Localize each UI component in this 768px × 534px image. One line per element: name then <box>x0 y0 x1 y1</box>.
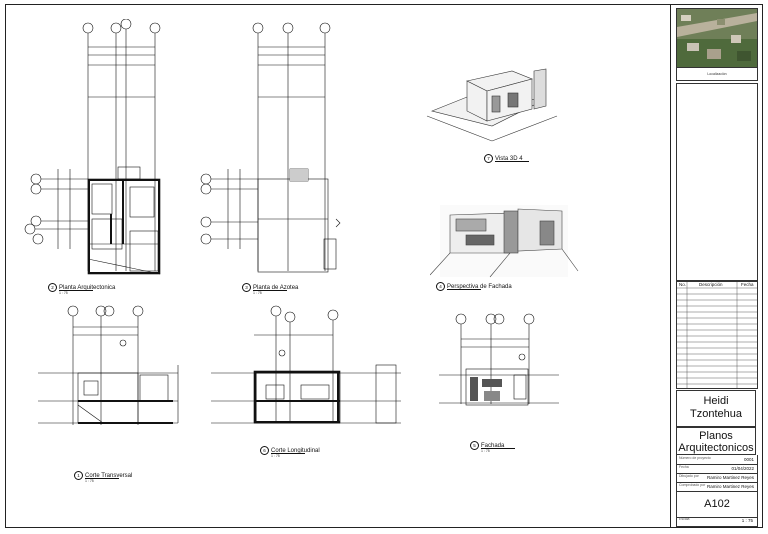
vista-3d-render <box>426 68 558 142</box>
caption-rule <box>495 161 529 162</box>
view-number: 7 <box>484 154 493 163</box>
fachada-drawing <box>439 313 559 406</box>
scale-value: 1 : 75 <box>741 518 753 523</box>
author-name: Heidi Tzontehua <box>676 390 756 427</box>
view-title: Fachada <box>481 443 505 450</box>
view-number: 2 <box>48 283 57 292</box>
field-label: Fecha <box>679 465 689 469</box>
rev-header-desc: Descripción <box>699 282 723 287</box>
scale-label: Escala <box>679 517 690 521</box>
field-value: Ramiro Martinez Reyes <box>706 484 754 489</box>
field-label: Dibujado por <box>679 474 699 478</box>
corte-longitudinal-drawing <box>211 305 401 424</box>
plan-arq-drawing <box>24 19 161 275</box>
view-title: Planta Arquitectonica <box>59 285 116 292</box>
field-value: 0001 <box>743 457 754 462</box>
view-title: Planta de Azotea <box>253 285 299 292</box>
field-label: Número de proyecto <box>679 456 711 460</box>
notes-area <box>676 83 758 281</box>
title-block: Localización No. Descripción Fecha Heidi… <box>670 5 763 527</box>
view-title: Vista 3D 4 <box>495 156 523 163</box>
view-number: 5 <box>470 441 479 450</box>
view-number: 6 <box>260 446 269 455</box>
caption-rule <box>481 448 515 449</box>
location-caption: Localización <box>676 67 758 81</box>
revision-grid <box>677 282 757 388</box>
view-scale: 1 : 75 <box>271 454 280 458</box>
corte-transversal-drawing <box>38 305 179 425</box>
field-project-number: Número de proyecto 0001 <box>676 455 758 465</box>
view-number: 4 <box>436 282 445 291</box>
caption-rule <box>59 290 93 291</box>
perspectiva-render <box>430 205 579 278</box>
plan-azotea-drawing <box>200 22 341 273</box>
project-name: Planos Arquitectonicos <box>676 427 756 455</box>
aerial-map-image <box>677 9 757 67</box>
view-scale: 1 : 75 <box>253 291 262 295</box>
view-title: Perspectiva de Fachada <box>447 284 512 291</box>
caption-rule <box>85 478 119 479</box>
view-title: Corte Transversal <box>85 473 133 480</box>
view-number: 3 <box>242 283 251 292</box>
caption-rule <box>447 289 481 290</box>
view-scale: 1 : 75 <box>59 291 68 295</box>
field-drawn-by: Dibujado por Ramiro Martinez Reyes <box>676 473 758 483</box>
revision-table: No. Descripción Fecha <box>676 281 758 389</box>
rev-header-date: Fecha <box>741 282 754 287</box>
field-value: 01/04/2022 <box>731 466 754 471</box>
field-label: Comprobado por <box>679 483 706 487</box>
rev-header-no: No. <box>679 282 687 287</box>
field-value: Ramiro Martinez Reyes <box>706 475 754 480</box>
view-number: 1 <box>74 471 83 480</box>
sheet-number: A102 <box>676 491 758 518</box>
caption-rule <box>253 290 287 291</box>
caption-rule <box>271 453 305 454</box>
field-date: Fecha 01/04/2022 <box>676 464 758 474</box>
location-aerial-image <box>676 8 758 68</box>
field-scale: Escala 1 : 75 <box>676 516 758 527</box>
view-scale: 1 : 75 <box>85 479 94 483</box>
view-title: Corte Longitudinal <box>271 448 320 455</box>
view-scale: 1 : 75 <box>481 449 490 453</box>
